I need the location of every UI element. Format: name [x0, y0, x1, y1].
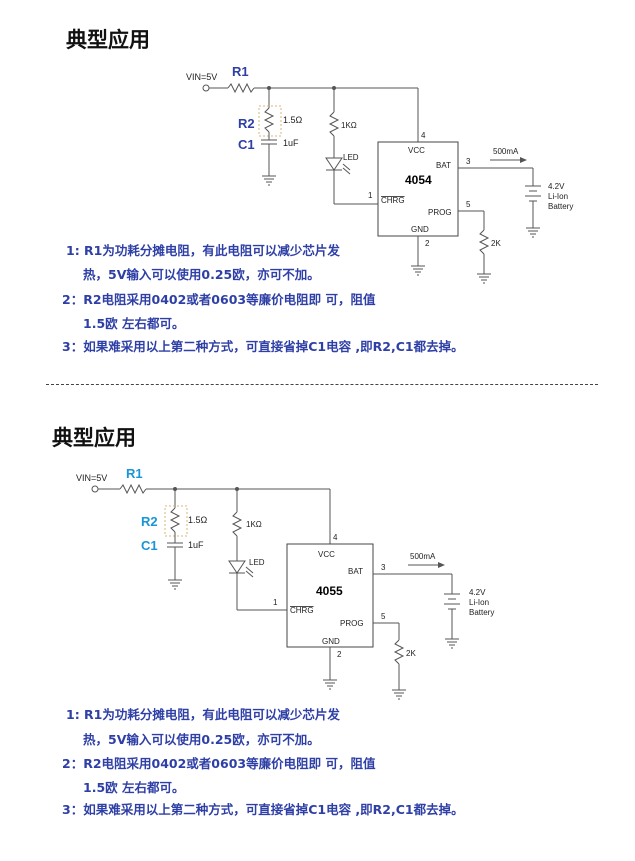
pin-number-vcc: 4	[333, 533, 338, 542]
led-resistor	[328, 111, 340, 137]
vin-label: VIN=5V	[186, 72, 217, 82]
note-line: 1.5欧 左右都可。	[83, 780, 185, 795]
ground-icon	[477, 273, 491, 284]
current-arrow-icon	[490, 157, 527, 163]
charger-chip	[377, 141, 459, 237]
note-line: 3：如果难采用以上第二种方式，可直接省掉C1电容 ,即R2,C1都去掉。	[62, 802, 464, 817]
pin-number-chrg: 1	[273, 598, 278, 607]
circuit-section-1: 典型应用 VIN=5V R1 1.5Ω R2 1uF C1	[0, 0, 635, 384]
prog-resistor-value: 2K	[491, 239, 501, 248]
led-resistor	[231, 511, 243, 537]
r2-label: R2	[141, 514, 158, 529]
prog-resistor	[478, 229, 490, 255]
battery-voltage: 4.2V	[548, 182, 565, 191]
pin-bat-label: BAT	[348, 567, 363, 576]
pin-number-bat: 3	[466, 157, 471, 166]
pin-prog-label: PROG	[340, 619, 364, 628]
c1-value: 1uF	[188, 540, 204, 550]
section-divider	[46, 384, 598, 385]
pin-number-gnd: 2	[337, 650, 342, 659]
ground-icon	[168, 579, 182, 590]
ground-icon	[526, 227, 540, 238]
ground-icon	[262, 175, 276, 186]
note-line: 2：R2电阻采用0402或者0603等廉价电阻即 可，阻值	[62, 292, 376, 307]
led-label: LED	[249, 558, 265, 567]
battery-icon	[525, 185, 541, 202]
c1-label: C1	[141, 538, 158, 553]
r1-label: R1	[126, 466, 143, 481]
battery-voltage: 4.2V	[469, 588, 486, 597]
c1-value: 1uF	[283, 138, 299, 148]
pin-number-vcc: 4	[421, 131, 426, 140]
prog-resistor	[393, 639, 405, 665]
pin-gnd-label: GND	[322, 637, 340, 646]
pin-number-prog: 5	[381, 612, 386, 621]
ground-icon	[392, 689, 406, 700]
current-label: 500mA	[493, 147, 519, 156]
battery-type: Li-Ion	[469, 598, 489, 607]
led-label: LED	[343, 153, 359, 162]
vin-terminal	[91, 485, 99, 493]
r1-resistor	[227, 82, 255, 94]
r2-label: R2	[238, 116, 255, 131]
section-title: 典型应用	[66, 27, 150, 52]
pin-vcc-label: VCC	[318, 550, 335, 559]
led-icon	[228, 560, 254, 578]
ground-icon	[323, 679, 337, 690]
schematic-4055: VIN=5V R1 1.5Ω R2 1uF C1 1KΩ	[76, 466, 494, 700]
r2-value: 1.5Ω	[283, 115, 303, 125]
battery-label: Battery	[469, 608, 494, 617]
ground-icon	[445, 638, 459, 649]
r1-label: R1	[232, 64, 249, 79]
pin-number-prog: 5	[466, 200, 471, 209]
pin-number-chrg: 1	[368, 191, 373, 200]
r2-resistor	[169, 507, 181, 533]
led-icon	[325, 157, 351, 175]
ground-icon	[411, 265, 425, 276]
chip-name: 4055	[316, 584, 343, 598]
current-arrow-icon	[408, 562, 445, 568]
note-line: 1: R1为功耗分摊电阻，有此电阻可以减少芯片发	[66, 707, 340, 722]
vin-terminal	[202, 84, 210, 92]
r2-optional-box	[258, 105, 282, 137]
pin-number-gnd: 2	[425, 239, 430, 248]
pin-chrg-label: CHRG	[381, 196, 405, 205]
vin-label: VIN=5V	[76, 473, 107, 483]
r2-value: 1.5Ω	[188, 515, 208, 525]
note-line: 2：R2电阻采用0402或者0603等廉价电阻即 可，阻值	[62, 756, 376, 771]
battery-label: Battery	[548, 202, 573, 211]
c1-label: C1	[238, 137, 255, 152]
note-line: 热，5V输入可以使用0.25欧，亦可不加。	[83, 267, 320, 282]
pin-number-bat: 3	[381, 563, 386, 572]
r1-resistor	[119, 483, 147, 495]
pin-chrg-label: CHRG	[290, 606, 314, 615]
note-line: 1.5欧 左右都可。	[83, 316, 185, 331]
battery-icon	[444, 593, 460, 610]
r2-resistor	[263, 107, 275, 133]
pin-bat-label: BAT	[436, 161, 451, 170]
note-line: 1: R1为功耗分摊电阻，有此电阻可以减少芯片发	[66, 243, 340, 258]
schematic-4054: VIN=5V R1 1.5Ω R2 1uF C1 1KΩ	[186, 64, 573, 284]
pin-prog-label: PROG	[428, 208, 452, 217]
note-line: 3：如果难采用以上第二种方式，可直接省掉C1电容 ,即R2,C1都去掉。	[62, 339, 464, 354]
pin-vcc-label: VCC	[408, 146, 425, 155]
prog-resistor-value: 2K	[406, 649, 416, 658]
current-label: 500mA	[410, 552, 436, 561]
section-title: 典型应用	[52, 425, 136, 450]
note-line: 热，5V输入可以使用0.25欧，亦可不加。	[83, 732, 320, 747]
circuit-section-2: 典型应用 VIN=5V R1 1.5Ω R2 1uF C1	[0, 384, 635, 861]
pin-gnd-label: GND	[411, 225, 429, 234]
led-resistor-value: 1KΩ	[341, 121, 357, 130]
r2-optional-box	[164, 505, 188, 537]
battery-type: Li-Ion	[548, 192, 568, 201]
chip-name: 4054	[405, 173, 432, 187]
led-resistor-value: 1KΩ	[246, 520, 262, 529]
